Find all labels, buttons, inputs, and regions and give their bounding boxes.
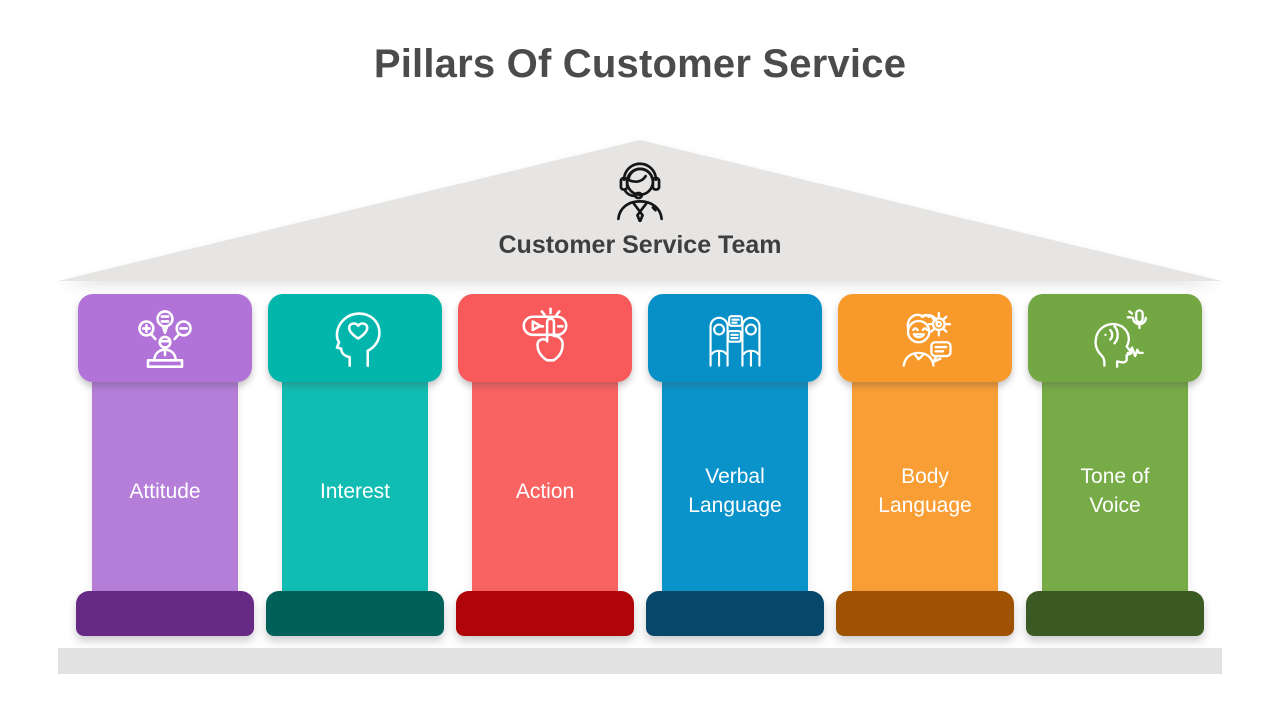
pillar-tone-of-voice: Tone of Voice: [1026, 294, 1204, 637]
roof-label: Customer Service Team: [498, 231, 782, 259]
pillar-cap: [78, 294, 252, 382]
pillar-base: [266, 591, 444, 636]
customer-service-agent-icon: [617, 162, 663, 222]
pillar-cap: [458, 294, 632, 382]
pillar-attitude: Attitude: [76, 294, 254, 637]
person-with-gear-icon: [902, 311, 952, 367]
pillar-base: [456, 591, 634, 636]
pillar-shaft: [1042, 374, 1188, 592]
pillar-shaft: [472, 374, 618, 592]
pillar-cap: [838, 294, 1012, 382]
speaking-head-icon: [1094, 309, 1147, 368]
two-people-talking-icon: [709, 315, 761, 367]
pillar-base: [1026, 591, 1204, 636]
pillar-base: [76, 591, 254, 636]
pillar-verbal-language: Verbal Language: [646, 294, 824, 637]
pillar-label: Attitude: [129, 479, 201, 503]
pillar-shaft: [852, 374, 998, 592]
pillar-shaft: [282, 374, 428, 592]
pillar-label: Verbal Language: [688, 465, 782, 517]
pillar-cap: [268, 294, 442, 382]
floor-bar: [58, 648, 1222, 674]
pillar-base: [646, 591, 824, 636]
pillar-label: Tone of Voice: [1080, 465, 1150, 517]
pillar-label: Interest: [319, 479, 391, 503]
pillar-interest: Interest: [266, 294, 444, 637]
pillar-body-language: Body Language: [836, 294, 1014, 637]
pillar-cap: [648, 294, 822, 382]
pillar-label: Action: [515, 479, 575, 503]
pillar-action: Action: [456, 294, 634, 637]
pillar-base: [836, 591, 1014, 636]
head-with-heart-icon: [335, 312, 381, 367]
pillar-cap: [1028, 294, 1202, 382]
pillar-label: Body Language: [878, 465, 972, 517]
attitude-speech-bubbles-icon: [138, 310, 192, 368]
pillar-shaft: [662, 374, 808, 592]
click-hand-icon: [522, 307, 568, 362]
page-title: Pillars Of Customer Service: [373, 42, 907, 86]
pillar-shaft: [92, 374, 238, 592]
